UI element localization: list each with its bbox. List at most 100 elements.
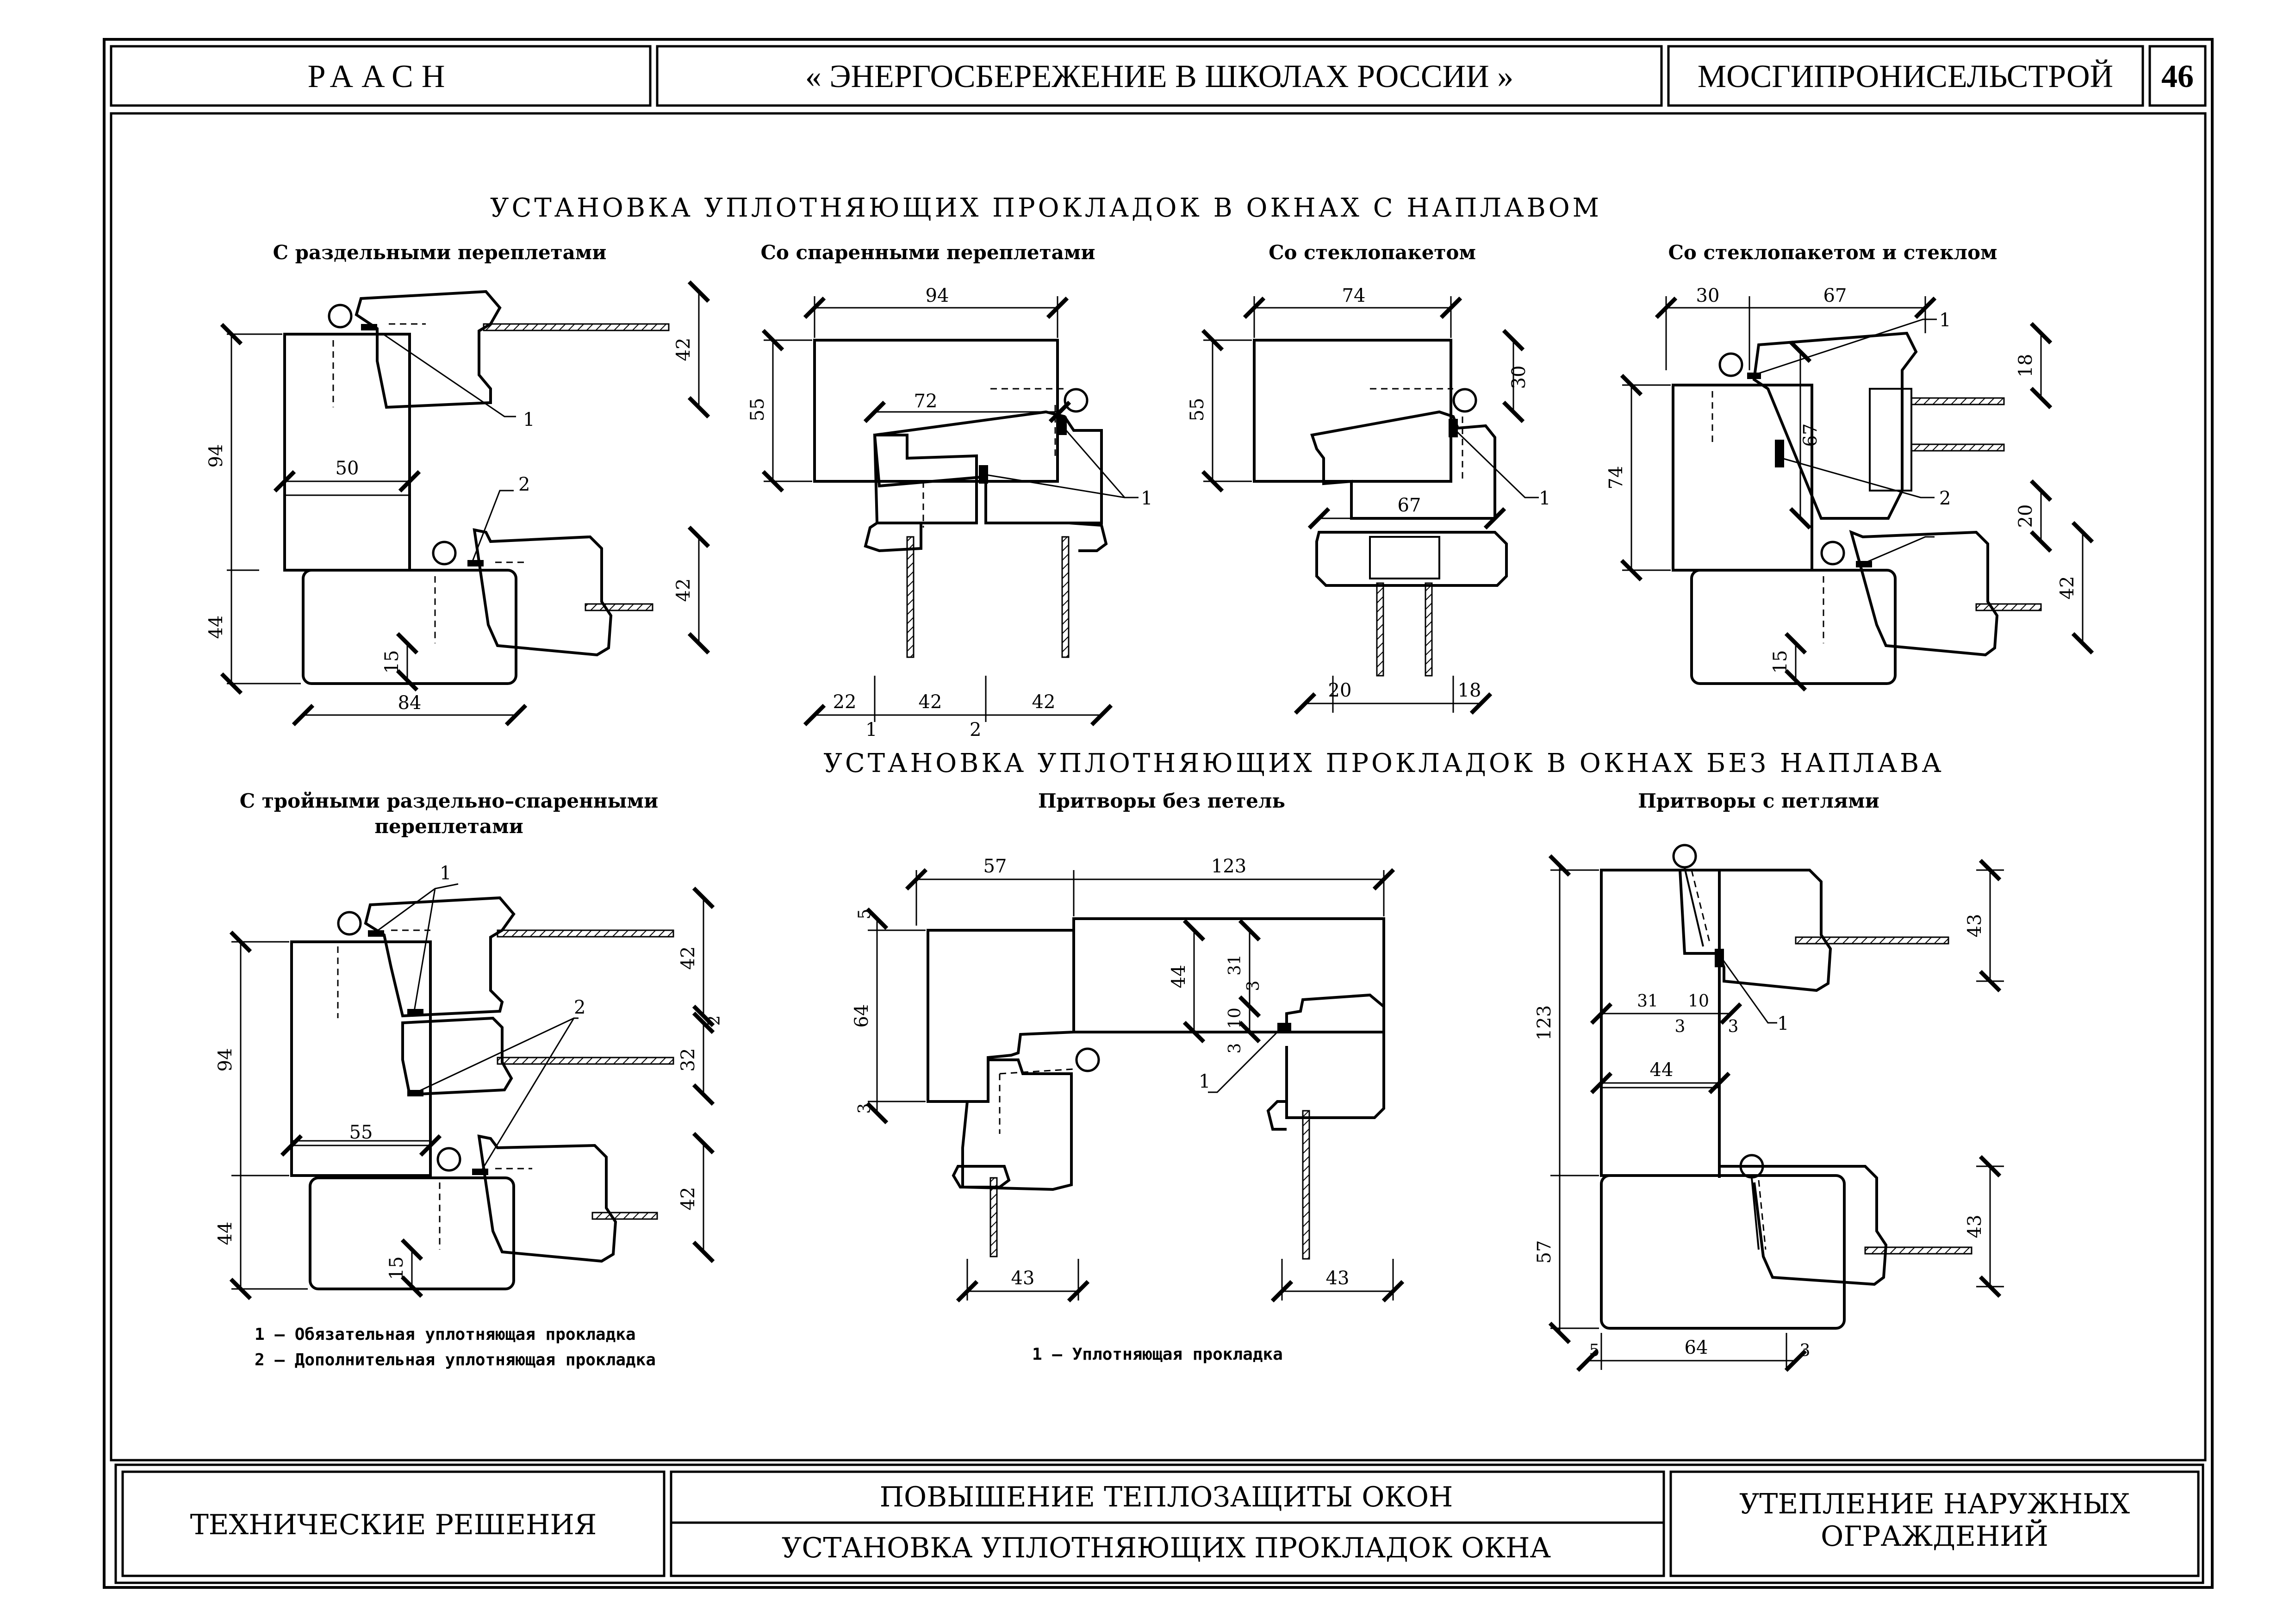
detail-title: Притворы без петель <box>1038 790 1285 812</box>
dim-44: 44 <box>1168 965 1189 989</box>
dim-15: 15 <box>381 650 403 674</box>
dim-67-vertical: 67 <box>1800 423 1821 447</box>
callout-1: 1 <box>1777 1013 1789 1034</box>
callout-1: 1 <box>523 409 535 430</box>
dim-18: 18 <box>2015 354 2036 378</box>
dim-10: 10 <box>1688 992 1709 1011</box>
dim-94: 94 <box>926 285 949 306</box>
dim-44: 44 <box>1650 1059 1674 1081</box>
dim-123: 123 <box>1211 856 1246 877</box>
dim-42-top: 42 <box>678 946 699 970</box>
dim-94: 94 <box>205 444 227 468</box>
title-block: ТЕХНИЧЕСКИЕ РЕШЕНИЯ ПОВЫШЕНИЕ ТЕПЛОЗАЩИТ… <box>121 1470 2200 1577</box>
detail-triple-sashes: С тройными раздельно–спаренными переплет… <box>215 790 724 1300</box>
dim-84: 84 <box>398 692 422 714</box>
detail-title-line2: переплетами <box>374 815 523 838</box>
dim-3-left: 3 <box>855 1103 874 1114</box>
dim-67-top: 67 <box>1823 285 1847 306</box>
dim-44: 44 <box>205 616 227 639</box>
footer-subtopic: УСТАНОВКА УПЛОТНЯЮЩИХ ПРОКЛАДОК ОКНА <box>782 1532 1551 1564</box>
dim-42-right: 42 <box>1032 691 1056 713</box>
dim-64: 64 <box>1685 1337 1708 1358</box>
legend-item-1: 1 – Обязательная уплотняющая прокладка <box>255 1325 636 1344</box>
header-program: « ЭНЕРГОСБЕРЕЖЕНИЕ В ШКОЛАХ РОССИИ » <box>805 59 1513 94</box>
dim-43-top: 43 <box>1964 914 1985 938</box>
legend-middle: 1 – Уплотняющая прокладка <box>1032 1345 1283 1364</box>
header-org: РААСН <box>308 59 454 94</box>
legend-left: 1 – Обязательная уплотняющая прокладка 2… <box>255 1325 656 1369</box>
dim-18: 18 <box>1458 680 1481 701</box>
footer-topic: ПОВЫШЕНИЕ ТЕПЛОЗАЩИТЫ ОКОН <box>880 1481 1453 1513</box>
dim-15: 15 <box>1770 650 1791 674</box>
dim-44: 44 <box>215 1222 236 1245</box>
dim-31: 31 <box>1637 992 1658 1011</box>
dim-42: 42 <box>2057 576 2078 600</box>
dim-43-right: 43 <box>1326 1268 1350 1289</box>
sheet-number: 46 <box>2161 59 2194 94</box>
dim-42-bottom: 42 <box>678 1187 699 1211</box>
section2-title: УСТАНОВКА УПЛОТНЯЮЩИХ ПРОКЛАДОК В ОКНАХ … <box>823 748 1944 778</box>
dim-22: 22 <box>833 691 857 713</box>
detail-title: Со стеклопакетом <box>1269 241 1476 264</box>
dim-43-left: 43 <box>1011 1268 1035 1289</box>
dim-3-c: 3 <box>1800 1341 1811 1360</box>
header: РААСН « ЭНЕРГОСБЕРЕЖЕНИЕ В ШКОЛАХ РОССИИ… <box>110 45 2207 107</box>
dim-3-b: 3 <box>1226 1043 1244 1054</box>
footer-category: ТЕХНИЧЕСКИЕ РЕШЕНИЯ <box>190 1509 597 1541</box>
callout-2: 2 <box>1939 488 1951 509</box>
legend-item-2: 2 – Дополнительная уплотняющая прокладка <box>255 1350 656 1369</box>
callout-1: 1 <box>1539 488 1550 509</box>
dim-20: 20 <box>1328 680 1352 701</box>
dim-67: 67 <box>1398 495 1421 516</box>
detail-title: С раздельными переплетами <box>273 241 607 264</box>
callout-1: 1 <box>1199 1071 1210 1092</box>
detail-rebates-with-hinges: Притворы с петлями <box>1534 790 2004 1372</box>
dim-42-bottom: 42 <box>673 579 694 602</box>
dim-3-a: 3 <box>1675 1017 1686 1036</box>
dim-10: 10 <box>1226 1008 1244 1029</box>
dim-94: 94 <box>215 1048 236 1072</box>
dim-43-bottom: 43 <box>1964 1215 1985 1238</box>
mark-2: 2 <box>970 719 981 740</box>
callout-2: 2 <box>574 997 585 1018</box>
dim-20: 20 <box>2015 504 2036 528</box>
footer-section-line1: УТЕПЛЕНИЕ НАРУЖНЫХ <box>1739 1488 2130 1520</box>
detail-double-glazing: Со стеклопакетом 74 55 30 6 <box>1187 241 1550 715</box>
dim-123: 123 <box>1534 1005 1555 1040</box>
header-institute: МОСГИПРОНИСЕЛЬСТРОЙ <box>1698 59 2113 94</box>
dim-5: 5 <box>1589 1341 1600 1360</box>
dim-31: 31 <box>1226 954 1244 976</box>
mark-1: 1 <box>865 719 877 740</box>
dim-57: 57 <box>1534 1240 1555 1264</box>
callout-1: 1 <box>440 863 451 884</box>
dim-42-top: 42 <box>673 338 694 361</box>
dim-30: 30 <box>1508 366 1530 389</box>
dim-42-left: 42 <box>919 691 942 713</box>
sheet-frame <box>103 38 2214 1589</box>
detail-paired-sashes: Со спаренными переплетами <box>747 241 1152 740</box>
footer-section-line2: ОГРАЖДЕНИЙ <box>1821 1519 2048 1553</box>
dim-74: 74 <box>1605 466 1627 490</box>
dim-64: 64 <box>851 1004 872 1028</box>
dim-72: 72 <box>914 391 938 412</box>
dim-3-a: 3 <box>1244 981 1263 991</box>
detail-separate-sashes: С раздельными переплетами <box>205 241 710 727</box>
detail-glazing-and-glass: Со стеклопакетом и стеклом <box>1605 241 2094 692</box>
dim-55: 55 <box>747 398 768 422</box>
detail-rebates-without-hinges: Притворы без петель <box>851 790 1405 1303</box>
dim-2: 2 <box>705 1015 724 1026</box>
dim-57: 57 <box>983 856 1007 877</box>
dim-32: 32 <box>678 1048 699 1072</box>
dim-55: 55 <box>1187 398 1208 422</box>
callout-2: 2 <box>518 474 530 495</box>
callout-1: 1 <box>1939 310 1951 331</box>
detail-title: Притворы с петлями <box>1638 790 1879 812</box>
detail-title: Со спаренными переплетами <box>760 241 1095 264</box>
dim-55: 55 <box>349 1122 373 1143</box>
detail-title: Со стеклопакетом и стеклом <box>1668 241 1997 264</box>
dim-3-b: 3 <box>1728 1017 1739 1036</box>
dim-50: 50 <box>336 458 359 479</box>
dim-5: 5 <box>855 909 874 920</box>
dim-74: 74 <box>1342 285 1366 306</box>
